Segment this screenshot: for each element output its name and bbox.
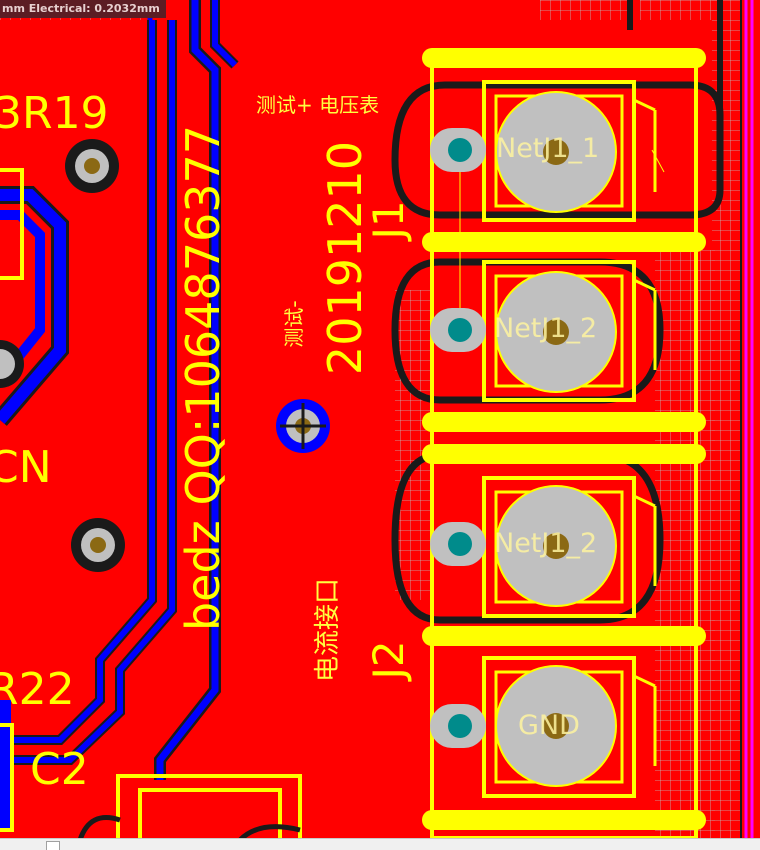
via[interactable] [65,139,119,193]
bottom-trace [0,20,155,743]
electrical-grid-status: mm Electrical: 0.2032mm [0,0,166,18]
via[interactable] [71,518,125,572]
date-text: 20191210 [318,140,372,376]
copper-outline [391,451,664,624]
designator-c2: C2 [30,744,89,795]
bottom-trace [0,210,45,384]
designator-j2: J2 [364,640,413,680]
grid-area-right-pads [655,250,715,840]
contact-text: bedz QQ:1064876377 [176,124,230,632]
silkscreen-outline [116,774,302,840]
silkscreen-outline [0,723,14,832]
net-label: NetJ1_2 [494,528,598,559]
via[interactable] [276,399,330,453]
horizontal-scrollbar[interactable] [0,838,760,850]
ratsnest-line [651,149,665,173]
large-pad[interactable] [495,271,617,393]
small-pad[interactable] [430,128,486,172]
designator-j1: J1 [364,200,413,240]
current-port-label: 电流接口 [313,577,343,683]
small-pad[interactable] [430,522,486,566]
designator-r19: 3R19 [0,88,109,139]
scrollbar-thumb[interactable] [46,841,60,850]
test-voltage-label: 测试+ 电压表 [256,93,380,117]
designator-cn: CN [0,442,52,493]
large-pad[interactable] [495,91,617,213]
small-pad[interactable] [430,704,486,748]
test-minus-label: 测试- [282,300,306,348]
bottom-trace [212,0,238,68]
via[interactable] [0,340,24,388]
grid-area-top-2 [540,0,630,20]
silkscreen-outline [138,788,282,840]
connector-dividers [422,48,706,830]
net-label: GND [518,710,580,741]
copper-outline [77,815,121,841]
copper-outline [238,824,301,842]
large-pad[interactable] [495,485,617,607]
grid-area-top [640,0,720,20]
net-label: NetJ1_1 [496,133,600,164]
net-label: NetJ1_2 [494,313,598,344]
silkscreen-outline [0,168,24,280]
bottom-trace [0,20,175,763]
small-pad[interactable] [430,308,486,352]
designator-r22: R22 [0,664,75,715]
grid-area-left-pads [395,290,430,600]
large-pad[interactable] [495,665,617,787]
bottom-trace [156,0,219,780]
